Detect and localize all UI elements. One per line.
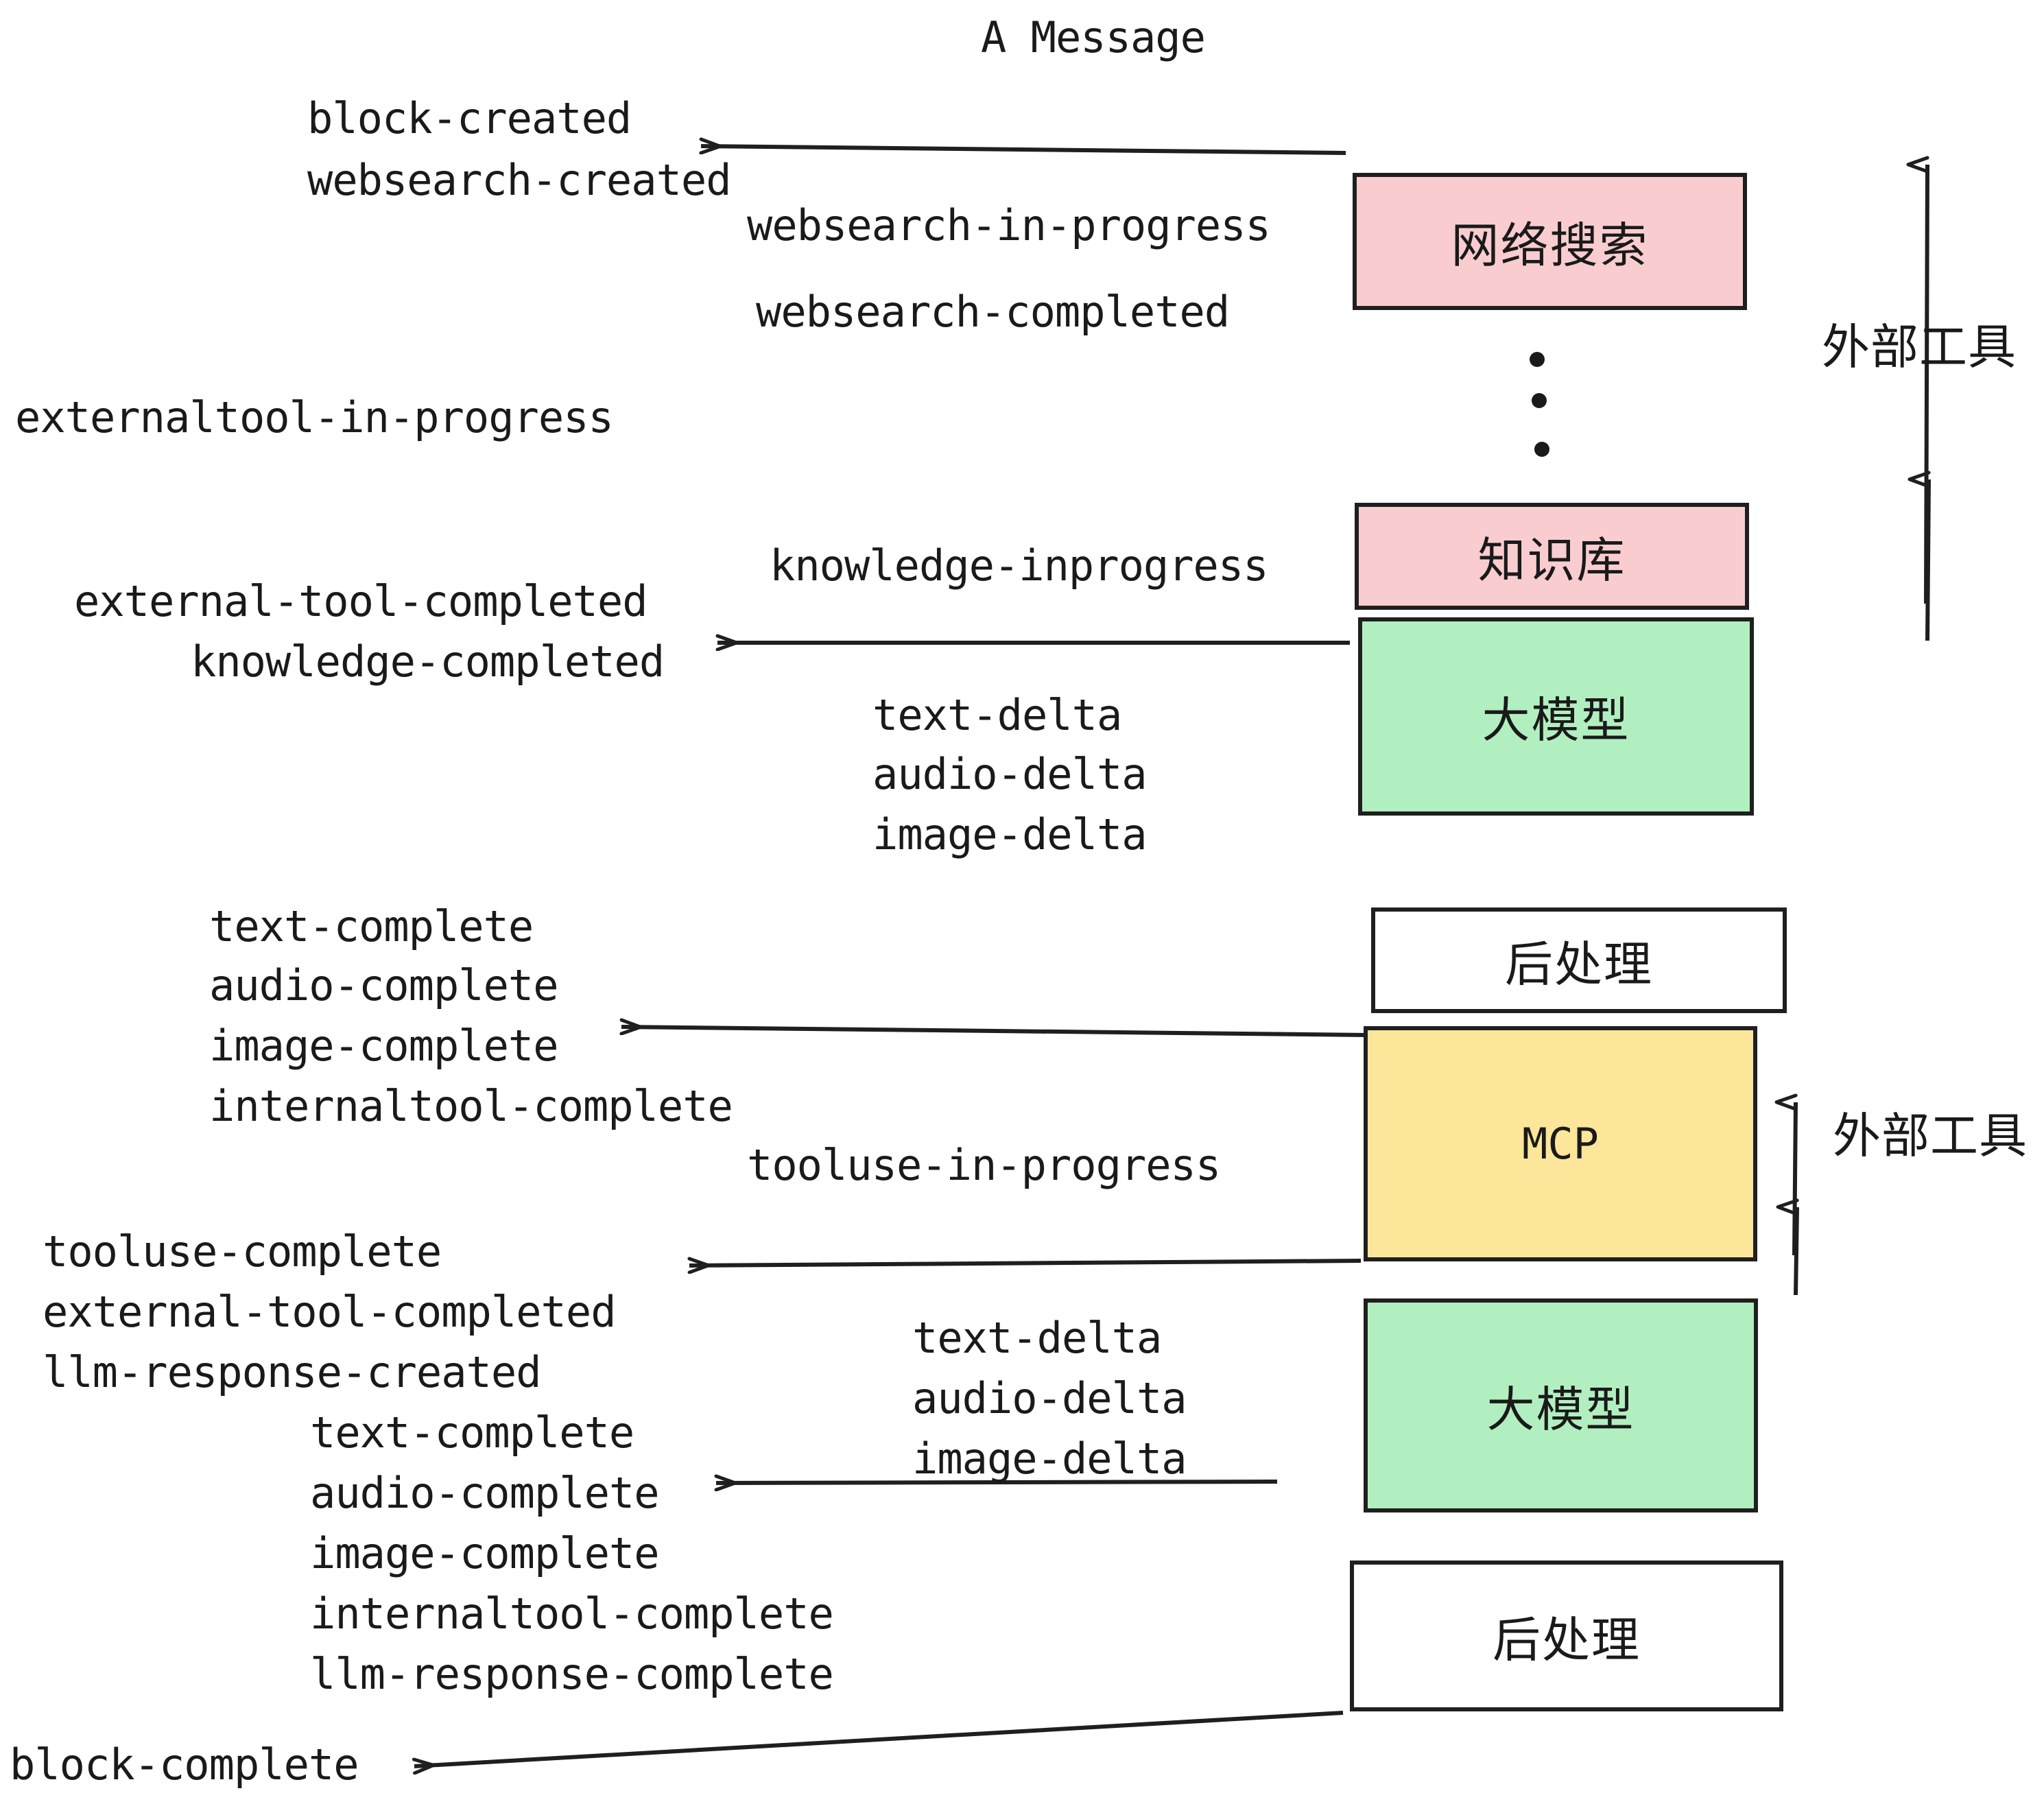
node-websearch[interactable]: 网络搜索 [1353,173,1747,310]
event-text-delta-1: text-delta [872,690,1122,740]
event-image-complete-2: image-complete [310,1528,660,1578]
ellipsis-dot-1 [1530,352,1545,367]
page-title: A Message [981,12,1206,62]
arrow-mcp-to-tooluse-complete [689,1261,1362,1266]
node-llm-1[interactable]: 大模型 [1358,617,1754,816]
node-llm-2-label: 大模型 [1486,1381,1635,1438]
event-websearch-in-progress: websearch-in-progress [747,200,1271,250]
event-text-complete-2: text-complete [310,1408,634,1458]
node-knowledge-label: 知识库 [1477,532,1626,589]
event-external-tool-completed-2: external-tool-completed [43,1287,617,1337]
event-text-complete-1: text-complete [209,901,534,951]
node-postprocess-2[interactable]: 后处理 [1350,1560,1783,1711]
event-text-delta-2: text-delta [912,1313,1162,1363]
event-external-tool-completed-1: external-tool-completed [74,576,648,626]
event-knowledge-completed: knowledge-completed [191,637,665,687]
node-llm-2[interactable]: 大模型 [1364,1298,1758,1512]
side-label-external-tool-bottom: 外部工具 [1833,1108,2028,1164]
event-tooluse-in-progress: tooluse-in-progress [747,1140,1221,1190]
node-postprocess-1[interactable]: 后处理 [1371,907,1787,1013]
node-postprocess-2-label: 后处理 [1493,1611,1641,1668]
event-audio-delta-2: audio-delta [912,1373,1187,1423]
event-block-complete: block-complete [10,1740,359,1790]
event-llm-response-created: llm-response-created [43,1347,542,1397]
node-websearch-label: 网络搜索 [1451,217,1649,274]
arrow-postprocess2-to-block-complete [414,1711,1344,1766]
event-audio-delta-1: audio-delta [872,749,1148,799]
event-websearch-created: websearch-created [307,155,732,205]
event-image-delta-2: image-delta [912,1434,1187,1484]
ellipsis-dot-2 [1532,393,1547,408]
arrow-external-tool-up-bottom [1794,1102,1798,1256]
event-internaltool-complete-1: internaltool-complete [209,1081,733,1131]
event-image-delta-1: image-delta [872,809,1148,859]
node-knowledge[interactable]: 知识库 [1355,503,1749,610]
node-postprocess-1-label: 后处理 [1505,936,1653,993]
event-image-complete-1: image-complete [209,1021,559,1071]
side-label-external-tool-top: 外部工具 [1822,319,2017,375]
event-websearch-completed: websearch-completed [756,287,1230,337]
arrow-external-tool-down-bottom [1796,1207,1799,1296]
node-mcp-label: MCP [1522,1119,1599,1169]
arrow-postprocess1-to-image-complete [621,1027,1370,1037]
event-block-created: block-created [307,93,632,143]
event-tooluse-complete: tooluse-complete [43,1226,442,1277]
ellipsis-dot-3 [1534,442,1549,457]
arrow-external-tool-down-top [1927,479,1931,641]
arrow-websearch-to-block-created [701,146,1346,155]
event-knowledge-inprogress: knowledge-inprogress [770,541,1269,591]
event-audio-complete-1: audio-complete [209,960,559,1010]
arrow-external-tool-up-top [1926,165,1929,604]
node-mcp[interactable]: MCP [1364,1026,1757,1261]
vertical-ellipsis [1527,346,1554,470]
event-audio-complete-2: audio-complete [310,1468,660,1518]
node-llm-1-label: 大模型 [1482,692,1630,748]
event-externaltool-in-progress: externaltool-in-progress [15,392,614,442]
event-llm-response-complete: llm-response-complete [310,1649,834,1699]
event-internaltool-complete-2: internaltool-complete [310,1589,834,1639]
